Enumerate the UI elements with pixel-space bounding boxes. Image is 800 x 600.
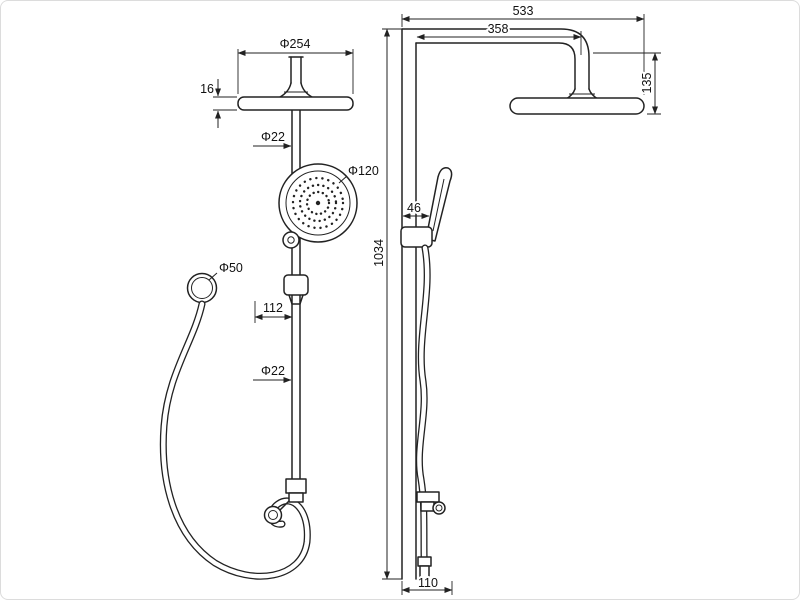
dim-outlet-offset: 110 xyxy=(401,574,453,595)
dim-head-thickness: 16 xyxy=(198,79,237,128)
nozzle-center xyxy=(315,200,321,206)
bottom-fittings-front xyxy=(263,478,307,525)
slider-bracket-front xyxy=(283,274,309,305)
outlet-fittings-side xyxy=(416,491,446,515)
nozzle-ring-inner xyxy=(305,190,331,216)
dim-arm-length-label: 358 xyxy=(488,22,509,36)
dim-lower-pipe-label: Φ22 xyxy=(261,364,285,378)
dim-holder-offset: 46 xyxy=(402,199,430,220)
hose-nut: Φ50 xyxy=(186,259,245,304)
front-view: Φ254 16 Φ22 Φ120 xyxy=(159,35,381,580)
dim-overall-depth: 533 xyxy=(401,2,645,95)
dim-head-diameter-label: Φ254 xyxy=(280,37,311,51)
dim-column-height: 1034 xyxy=(370,28,402,580)
hand-shower-pivot xyxy=(282,231,300,249)
dim-holder-offset-label: 46 xyxy=(407,201,421,215)
dim-head-drop-label: 135 xyxy=(640,73,654,94)
dim-head-drop: 135 xyxy=(593,52,661,115)
dim-head-thickness-label: 16 xyxy=(200,82,214,96)
dim-arm-length: 358 xyxy=(416,20,582,55)
dim-lower-pipe: Φ22 xyxy=(253,362,292,384)
hose-end-side xyxy=(417,556,432,580)
dim-upper-pipe-label: Φ22 xyxy=(261,130,285,144)
overhead-shower-front xyxy=(237,96,354,111)
nozzle-ring-middle xyxy=(298,183,338,223)
slider-bracket-side xyxy=(400,226,433,248)
hand-shower-front: Φ120 xyxy=(278,162,381,249)
dim-column-height-label: 1034 xyxy=(372,239,386,267)
hose-front xyxy=(159,300,311,580)
shower-arm-side xyxy=(401,28,599,100)
side-view: 533 358 135 1034 46 xyxy=(370,2,661,595)
dim-upper-pipe: Φ22 xyxy=(253,128,292,150)
dim-bracket-offset: 112 xyxy=(254,299,293,323)
nozzle-ring-outer xyxy=(291,176,345,230)
dim-head-diameter: Φ254 xyxy=(237,35,354,94)
hand-shower-side xyxy=(425,166,453,242)
overhead-shower-side xyxy=(509,97,645,115)
head-inlet-stub xyxy=(279,56,313,98)
dim-hose-nut-label: Φ50 xyxy=(219,261,243,275)
hose-elbow-connector xyxy=(263,505,283,525)
dim-hand-shower-label: Φ120 xyxy=(348,164,379,178)
dim-bracket-offset-label: 112 xyxy=(263,301,283,315)
hose-side xyxy=(415,244,431,569)
dim-outlet-offset-label: 110 xyxy=(418,576,438,590)
column-side xyxy=(401,28,417,580)
dim-overall-depth-label: 533 xyxy=(513,4,534,18)
